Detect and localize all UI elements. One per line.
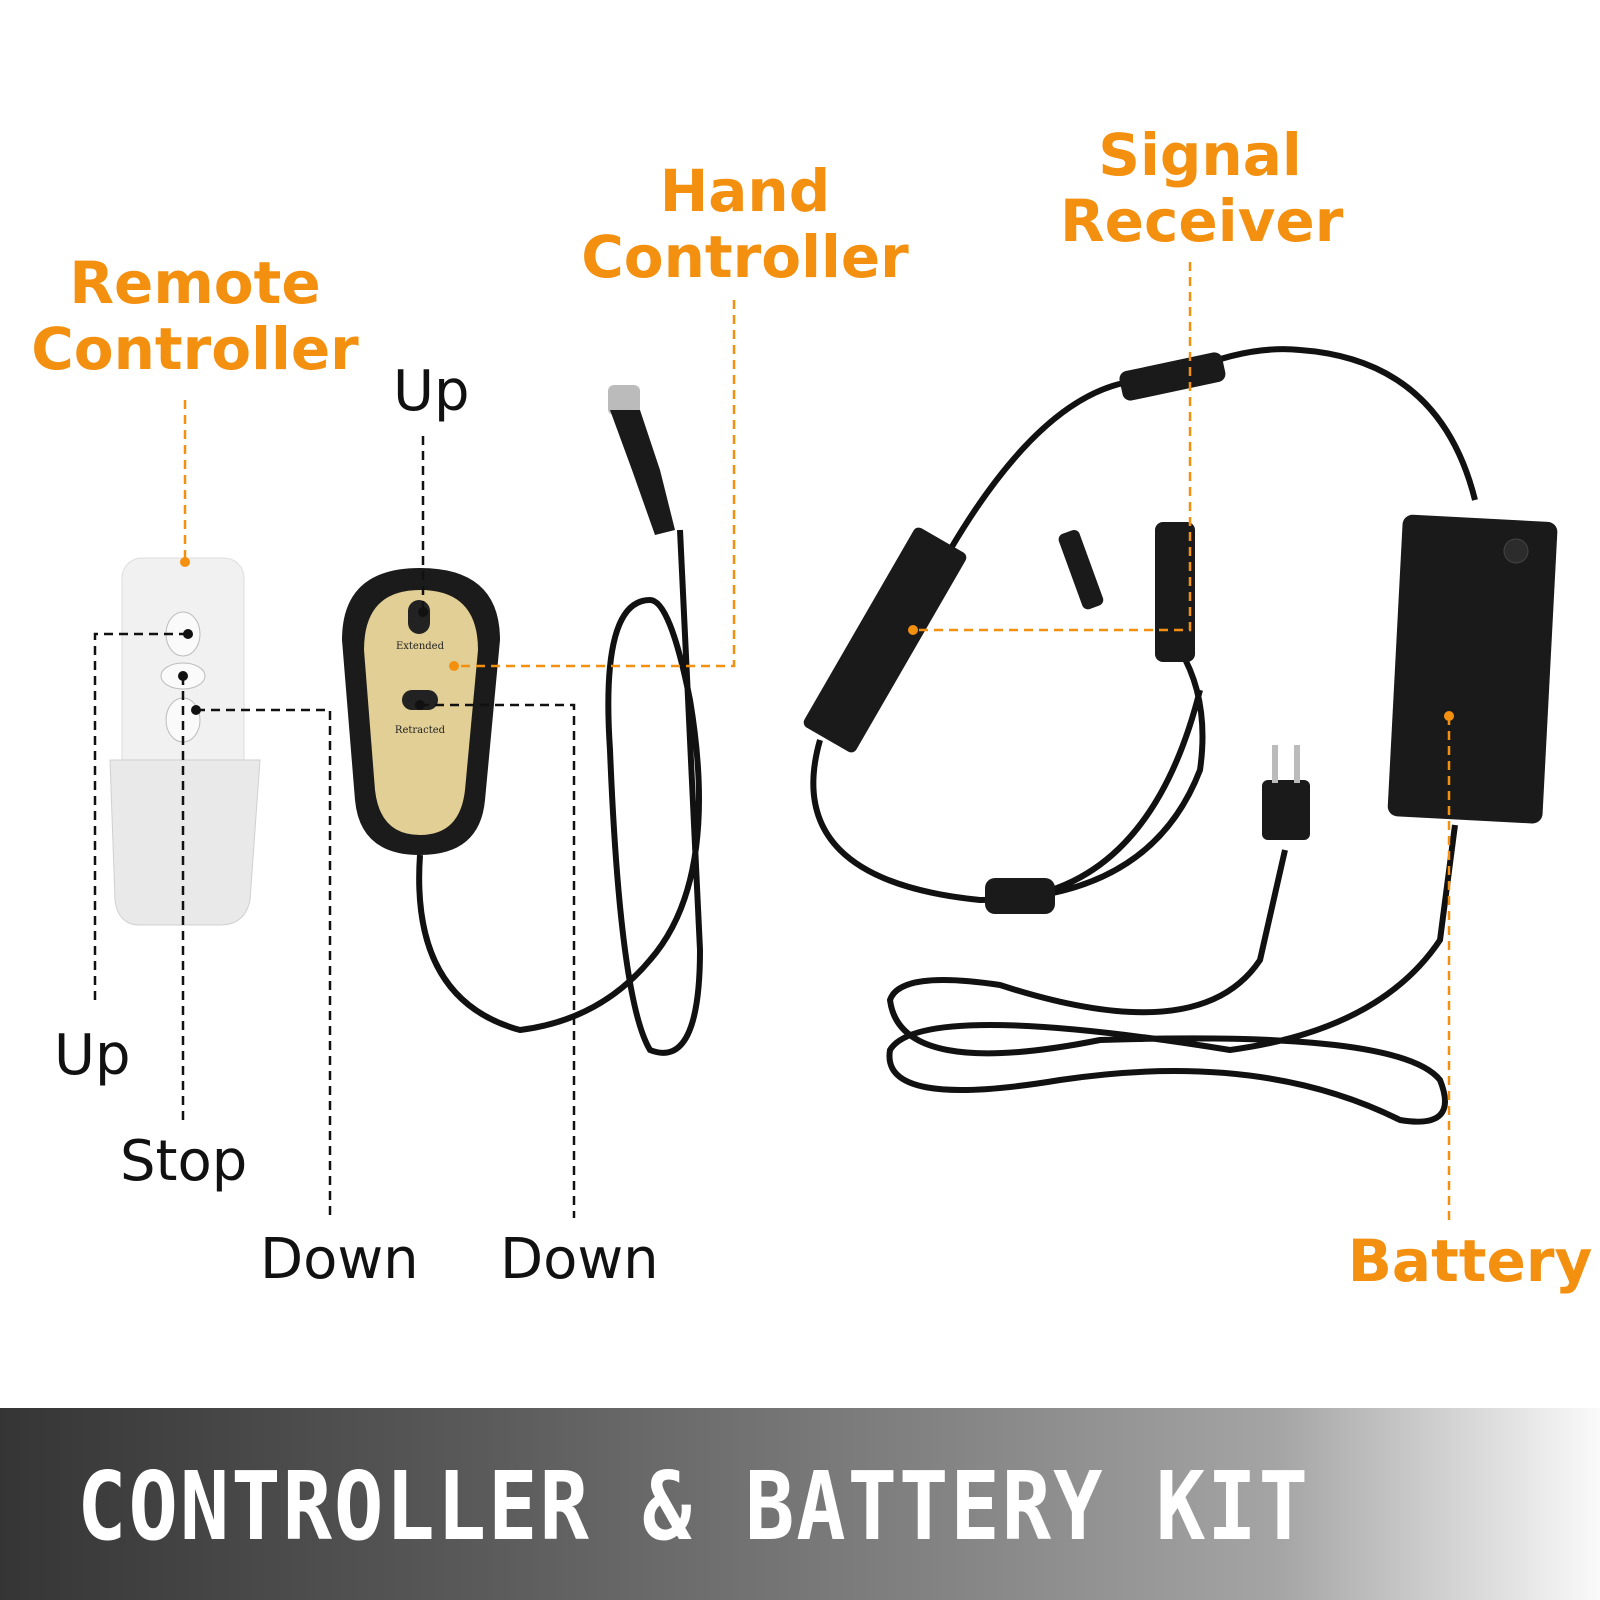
hand-controller: Extended Retracted [342,385,704,1056]
leader-hand-down [420,703,576,1218]
remote-up-label: Up [54,1023,131,1088]
hand-down-label: Down [500,1227,659,1292]
signal-receiver-label: Signal Receiver [1060,121,1344,255]
label-line: Controller [581,223,909,291]
remote-controller-label: Remote Controller [20,250,370,382]
battery-label: Battery [1347,1227,1593,1295]
signal-receiver [803,346,1478,914]
title-banner: CONTROLLER & BATTERY KIT [0,1408,1600,1600]
remote-controller [109,557,261,926]
leader-hand-controller [454,300,736,668]
extended-print: Extended [396,641,445,652]
leader-remote-up [93,632,188,1000]
retracted-print: Retracted [395,725,446,736]
hand-controller-label: Hand Controller [580,158,910,290]
remote-down-label: Down [260,1227,419,1292]
label-line: Controller [31,315,359,383]
label-line: Hand [659,157,831,225]
leader-signal-receiver [913,262,1192,632]
label-line: Signal [1098,121,1302,189]
remote-stop-label: Stop [120,1129,248,1194]
banner-title: CONTROLLER & BATTERY KIT [77,1452,1310,1563]
label-line: Receiver [1060,187,1344,255]
label-line: Remote [69,249,321,317]
battery-adapter [886,514,1558,1125]
leader-remote-down [196,708,332,1218]
hand-up-label: Up [393,359,470,424]
